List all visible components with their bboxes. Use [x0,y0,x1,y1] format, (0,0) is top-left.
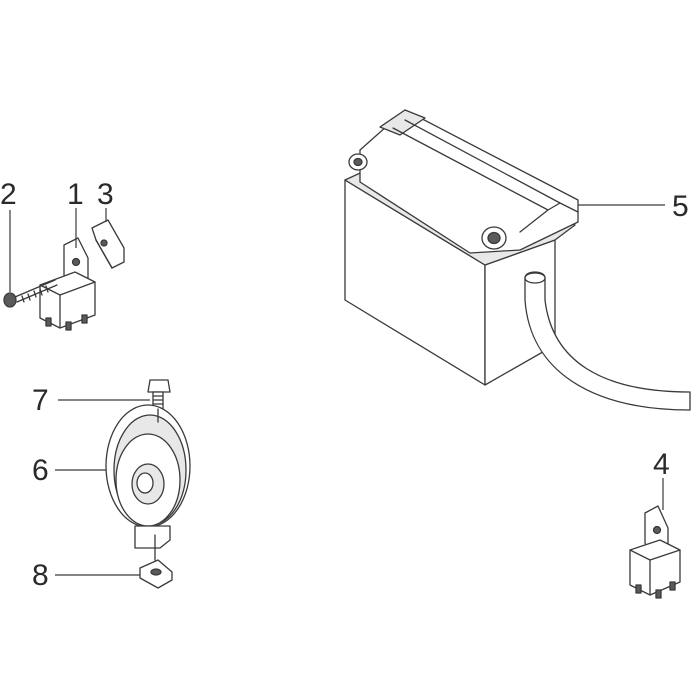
callout-2: 2 [0,178,17,211]
callout-6: 6 [32,454,49,487]
horn-6 [105,404,191,561]
screw-2 [3,279,58,308]
callout-7: 7 [32,384,49,417]
callout-3: 3 [97,178,114,211]
callout-1: 1 [67,178,84,211]
relay-1 [39,237,96,331]
battery [344,109,691,411]
callout-5: 5 [672,190,689,223]
clip-3 [91,219,125,269]
relay-4 [629,505,681,599]
callout-4: 4 [653,448,670,481]
callout-8: 8 [32,559,49,592]
nut-8 [139,559,173,589]
